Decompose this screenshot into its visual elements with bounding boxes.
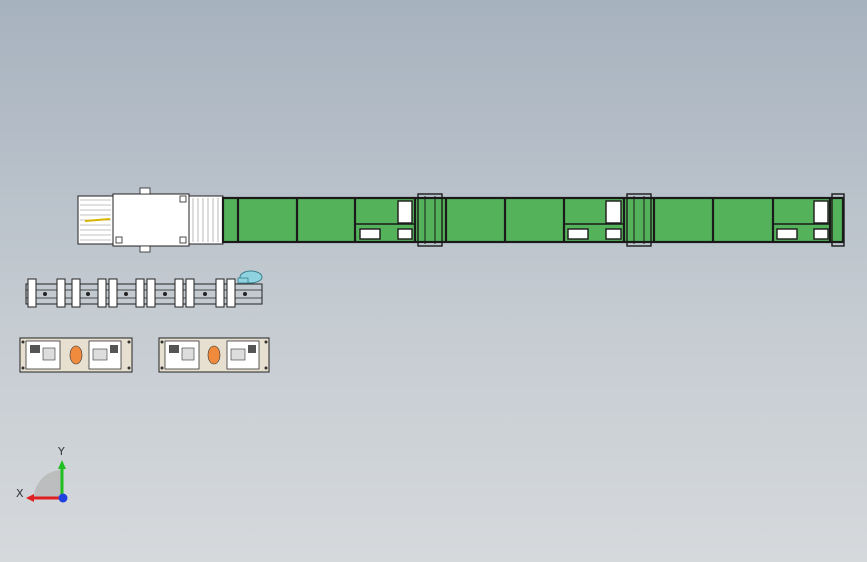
roller-conveyor-left [77, 195, 114, 245]
y-axis-label: Y [57, 445, 65, 458]
roller-conveyor-right [188, 195, 224, 245]
x-axis-arrowhead [26, 494, 34, 502]
lift-station [112, 187, 190, 253]
green-conveyor-sections [221, 193, 845, 247]
conveyor-assembly-top-view[interactable] [77, 187, 845, 253]
x-axis-label: X [16, 487, 24, 500]
y-axis-arrowhead [58, 460, 66, 469]
z-axis-dot [58, 493, 68, 503]
coordinate-triad: X Y [16, 445, 68, 503]
fixture-rail-side-view[interactable] [25, 270, 263, 308]
fixture-plate-2[interactable] [158, 337, 270, 373]
robot-model [237, 270, 263, 284]
fixture-plate-1[interactable] [19, 337, 133, 373]
